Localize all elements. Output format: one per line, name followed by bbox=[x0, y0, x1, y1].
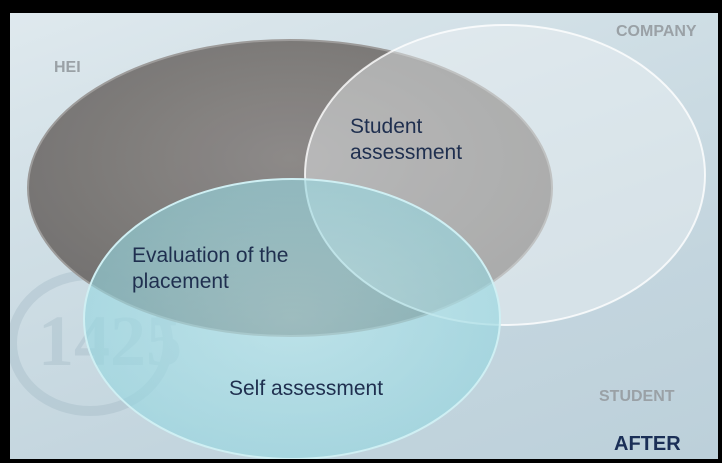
after-tag: AFTER bbox=[614, 433, 681, 455]
student-assessment-line-2: assessment bbox=[350, 141, 463, 164]
student-set-ellipse bbox=[83, 178, 501, 459]
self-assessment-label: Self assessment bbox=[229, 377, 384, 400]
student-assessment-line-1: Student bbox=[350, 115, 423, 138]
student-set-label: STUDENT bbox=[599, 388, 675, 405]
company-set-label: COMPANY bbox=[616, 23, 697, 40]
diagram-canvas: 1425 HEI COMPANY STUDENT Student assessm… bbox=[10, 13, 718, 459]
evaluation-of-placement-label: Evaluation of the placement bbox=[132, 243, 288, 295]
evaluation-line-1: Evaluation of the bbox=[132, 244, 289, 267]
hei-set-label: HEI bbox=[54, 59, 81, 76]
evaluation-line-2: placement bbox=[132, 270, 229, 293]
venn-diagram: 1425 bbox=[10, 24, 706, 459]
student-assessment-label: Student assessment bbox=[350, 114, 462, 166]
